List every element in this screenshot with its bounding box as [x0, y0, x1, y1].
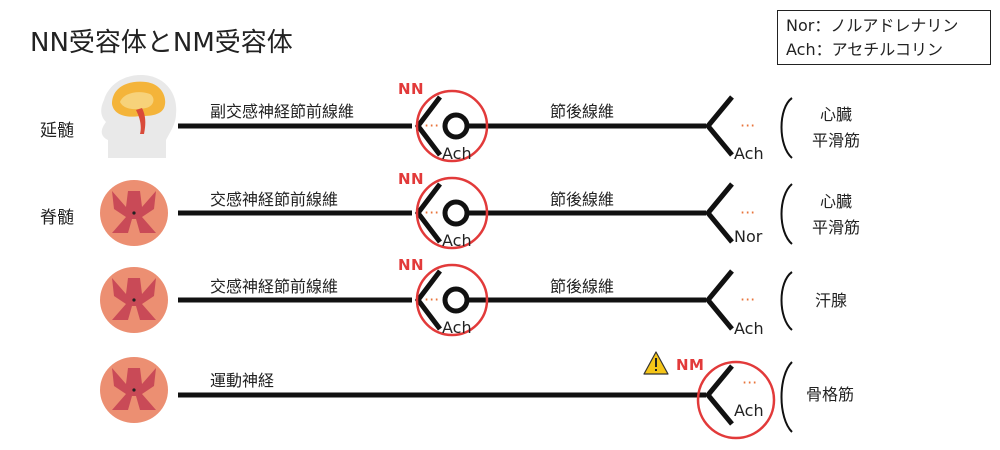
- end-transmitter: Ach: [734, 401, 764, 420]
- receptor-label-nn: NN: [398, 256, 425, 274]
- post-fiber-label: 節後線維: [550, 190, 615, 209]
- svg-text:···: ···: [740, 116, 755, 135]
- brain-head-icon: [101, 75, 177, 158]
- source-label-medulla: 延髄: [40, 121, 74, 141]
- svg-text:···: ···: [740, 203, 755, 222]
- pre-fiber-label: 運動神経: [210, 371, 275, 390]
- target-organs: 骨格筋: [800, 382, 860, 408]
- pre-fiber-label: 交感神経節前線維: [210, 190, 339, 209]
- svg-text:···: ···: [740, 290, 755, 309]
- receptor-label-nn: NN: [398, 80, 425, 98]
- pathway-row-1: ··· ···: [178, 89, 793, 163]
- pre-fiber-label: 副交感神経節前線維: [210, 102, 355, 121]
- ganglion-transmitter: Ach: [442, 318, 472, 337]
- ganglion-transmitter: Ach: [442, 144, 472, 163]
- svg-text:···: ···: [742, 373, 757, 392]
- pathway-row-3: ··· ···: [178, 263, 793, 337]
- target-organs: 汗腺: [806, 288, 856, 314]
- legend-ach: Ach：アセチルコリン: [786, 40, 943, 59]
- page-title: NN受容体とNM受容体: [30, 28, 293, 58]
- post-fiber-label: 節後線維: [550, 277, 615, 296]
- legend-nor: Nor：ノルアドレナリン: [786, 16, 959, 35]
- spinal-cord-cross-section-icon: [100, 180, 168, 246]
- target-smooth-muscle: 平滑筋: [811, 218, 860, 237]
- receptor-label-nn: NN: [398, 170, 425, 188]
- nn-receptor-circle: [415, 89, 489, 163]
- target-organs: 心臓 平滑筋: [806, 189, 866, 241]
- spinal-cord-cross-section-icon: [100, 357, 168, 423]
- nn-receptor-circle: [415, 263, 489, 337]
- svg-text:···: ···: [424, 203, 439, 222]
- post-fiber-label: 節後線維: [550, 102, 615, 121]
- receptor-label-nm: NM: [676, 356, 705, 374]
- target-heart: 心臓: [819, 192, 852, 211]
- nn-receptor-circle: [415, 176, 489, 250]
- pathway-row-4: ···: [178, 360, 793, 440]
- target-heart: 心臓: [819, 105, 852, 124]
- end-transmitter: Nor: [734, 227, 763, 246]
- ganglion-transmitter: Ach: [442, 231, 472, 250]
- target-skeletal-muscle: 骨格筋: [805, 385, 854, 404]
- svg-text:···: ···: [424, 116, 439, 135]
- spinal-cord-cross-section-icon: [100, 267, 168, 333]
- end-transmitter: Ach: [734, 319, 764, 338]
- pathway-row-2: ··· ···: [178, 176, 793, 250]
- nm-receptor-circle: [696, 360, 776, 440]
- svg-text:···: ···: [424, 290, 439, 309]
- pre-fiber-label: 交感神経節前線維: [210, 277, 339, 296]
- source-label-spinal: 脊髄: [40, 208, 74, 228]
- target-sweat-gland: 汗腺: [814, 291, 847, 310]
- target-smooth-muscle: 平滑筋: [811, 131, 860, 150]
- warning-icon: [643, 351, 669, 375]
- end-transmitter: Ach: [734, 144, 764, 163]
- legend-box: Nor：ノルアドレナリン Ach：アセチルコリン: [777, 10, 991, 65]
- target-organs: 心臓 平滑筋: [806, 102, 866, 154]
